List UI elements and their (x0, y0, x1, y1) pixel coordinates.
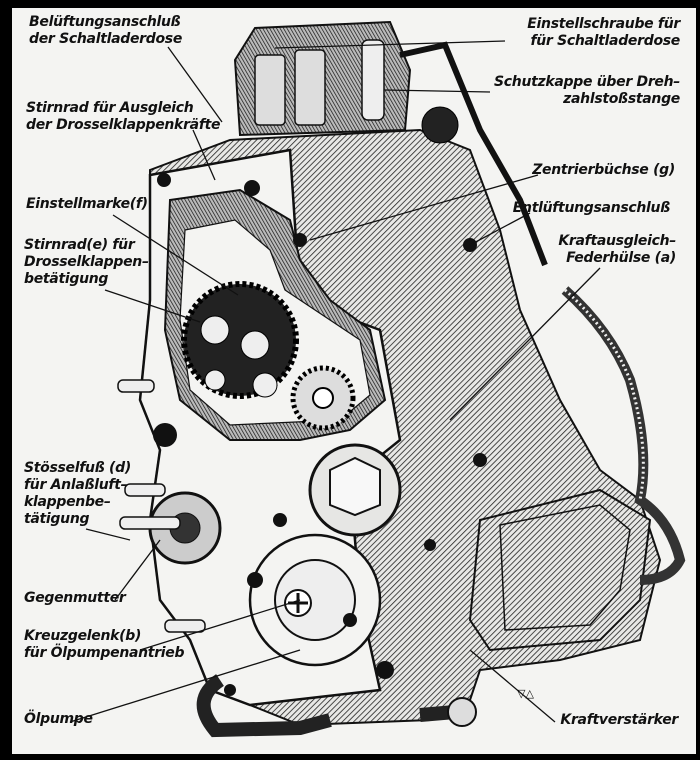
label-line: Kraftausgleich– (558, 233, 676, 249)
label-entlueftungsanschluss: Entlüftungsanschluß (512, 200, 671, 217)
oil-pump-coupling (248, 533, 382, 667)
label-line: Einstellmarke(f) (26, 196, 148, 212)
label-stirnrad-e: Stirnrad(e) für Drosselklappen– betätigu… (24, 237, 149, 288)
label-einstellschraube: Einstellschraube für für Schaltladerdose (527, 16, 680, 50)
label-line: Kraftverstärker (560, 712, 678, 728)
label-kraftausgleich: Kraftausgleich– Federhülse (a) (558, 233, 676, 267)
label-zentrierbuechse: Zentrierbüchse (g) (532, 162, 675, 179)
label-line: Entlüftungsanschluß (512, 200, 671, 216)
logo-mark: ▽△ (517, 687, 534, 700)
label-line: Ölpumpe (24, 711, 93, 727)
label-line: Kreuzgelenk(b) (24, 628, 142, 644)
label-schutzkappe: Schutzkappe über Dreh– zahlstoßstange (494, 74, 680, 108)
label-einstellmarke: Einstellmarke(f) (26, 196, 148, 213)
label-line: für Anlaßluft– (24, 477, 128, 493)
label-line: Stösselfuß (d) (24, 460, 131, 476)
label-line: Federhülse (a) (566, 250, 676, 266)
label-line: tätigung (24, 511, 90, 527)
label-line: für Ölpumpenantrieb (24, 645, 185, 661)
label-kraftverstaerker: Kraftverstärker (560, 712, 678, 729)
gear-e (181, 281, 299, 399)
bolt-holes (153, 173, 487, 696)
label-line: Zentrierbüchse (g) (532, 162, 675, 178)
label-line: der Schaltladerdose (29, 31, 183, 47)
label-line: Einstellschraube für (527, 16, 680, 32)
label-line: Stirnrad(e) für (24, 237, 135, 253)
label-line: Stirnrad für Ausgleich (26, 100, 194, 116)
label-line: für Schaltladerdose (530, 33, 680, 49)
pipe-fitting (447, 697, 477, 727)
label-line: Drosselklappen– (24, 254, 149, 270)
label-stoesselfuss: Stösselfuß (d) für Anlaßluft– klappenbe–… (24, 460, 131, 528)
label-kreuzgelenk: Kreuzgelenk(b) für Ölpumpenantrieb (24, 628, 185, 662)
label-line: betätigung (24, 271, 109, 287)
label-stirnrad-ausgleich: Stirnrad für Ausgleich der Drosselklappe… (26, 100, 221, 134)
label-line: der Drosselklappenkräfte (26, 117, 221, 133)
protective-cap (421, 106, 459, 144)
oil-pump-pipe (196, 674, 332, 738)
linkage-rod (399, 41, 548, 267)
label-line: Belüftungsanschluß (29, 14, 181, 30)
label-oelpumpe: Ölpumpe (24, 711, 93, 728)
label-gegenmutter: Gegenmutter (24, 590, 126, 607)
label-line: Schutzkappe über Dreh– (494, 74, 680, 90)
tappet-assembly (117, 379, 222, 633)
booster-housing (468, 488, 652, 652)
label-line: klappenbe– (24, 494, 111, 510)
plug-cap (308, 443, 402, 537)
label-line: zahlstoßstange (563, 91, 680, 107)
label-line: Gegenmutter (24, 590, 126, 606)
leader-lines (69, 40, 601, 723)
label-belueftungsanschluss: Belüftungsanschluß der Schaltladerdose (29, 14, 182, 48)
gear-small (290, 365, 356, 431)
